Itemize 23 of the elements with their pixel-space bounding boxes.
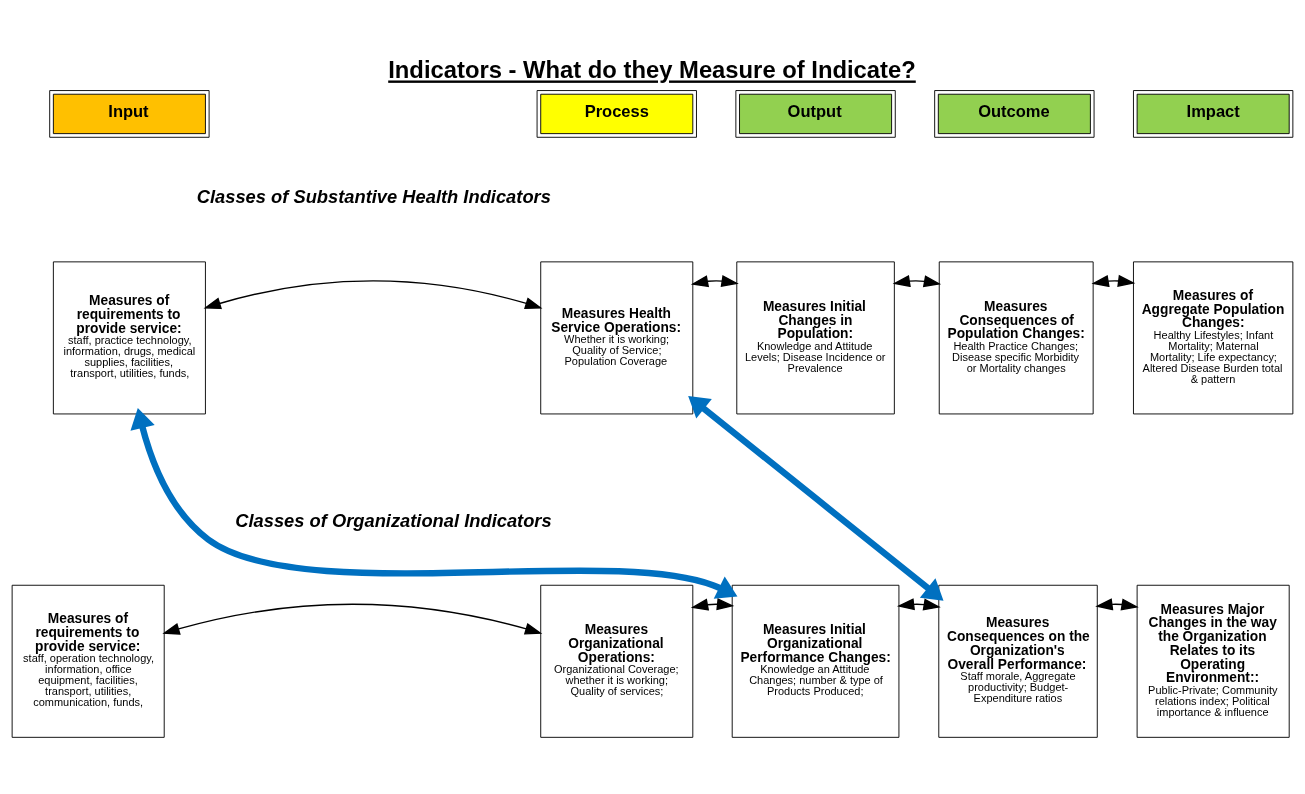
node-box: Measures of requirements to provide service: staff, practice technology, information, drugs, medical supplies, facilities, transport, utilities, funds, (52, 261, 206, 415)
arrow (892, 275, 942, 288)
label: Classes of Substantive Health Indicators (196, 186, 551, 208)
diagram-title: Indicators - What do they Measure of Indicate? (388, 56, 916, 84)
node-box: Measures Organizational Operations: Organizational Coverage; whether it is working; Quality of services; (540, 584, 694, 738)
arrow (203, 280, 543, 310)
arrow (688, 396, 944, 601)
node-box: Measures Initial Changes in Population: Knowledge and Attitude Levels; Disease Incidence or Prevalence (736, 261, 895, 415)
node-box: Measures Initial Organizational Performance Changes: Knowledge an Attitude Changes; number & type of Products Produced; (731, 584, 900, 738)
node-box: Measures of requirements to provide service: staff, operation technology, information, office equipment, facilities, transport, utilities, communication, funds, (11, 584, 165, 738)
arrow (690, 598, 735, 611)
node-box: Measures Consequences of Population Changes: Health Practice Changes; Disease specific Morbidity or Mortality changes (938, 261, 1094, 415)
arrow (896, 598, 941, 611)
label: Classes of Organizational Indicators (235, 509, 552, 531)
node-box: Measures Consequences on the Organization's Overall Performance: Staff morale, Aggregate productivity; Budget-Expenditure ratios (938, 584, 1098, 738)
node-box: Measures Health Service Operations: Whether it is working; Quality of Service; Population Coverage (540, 261, 694, 415)
arrow (162, 603, 543, 635)
arrow (690, 274, 739, 288)
arrow (1095, 598, 1139, 611)
arrow (1091, 274, 1136, 288)
node-box: Measures Major Changes in the way the Organization Relates to its Operating Environment:: Public-Private; Community relations index; Political importance & influence (1136, 584, 1290, 738)
node-box: Measures of Aggregate Population Changes: Healthy Lifestyles; Infant Mortality; Maternal Mortality; Life expectancy; Altered Disease Burden total & pattern (1133, 261, 1294, 415)
arrow (130, 408, 738, 599)
